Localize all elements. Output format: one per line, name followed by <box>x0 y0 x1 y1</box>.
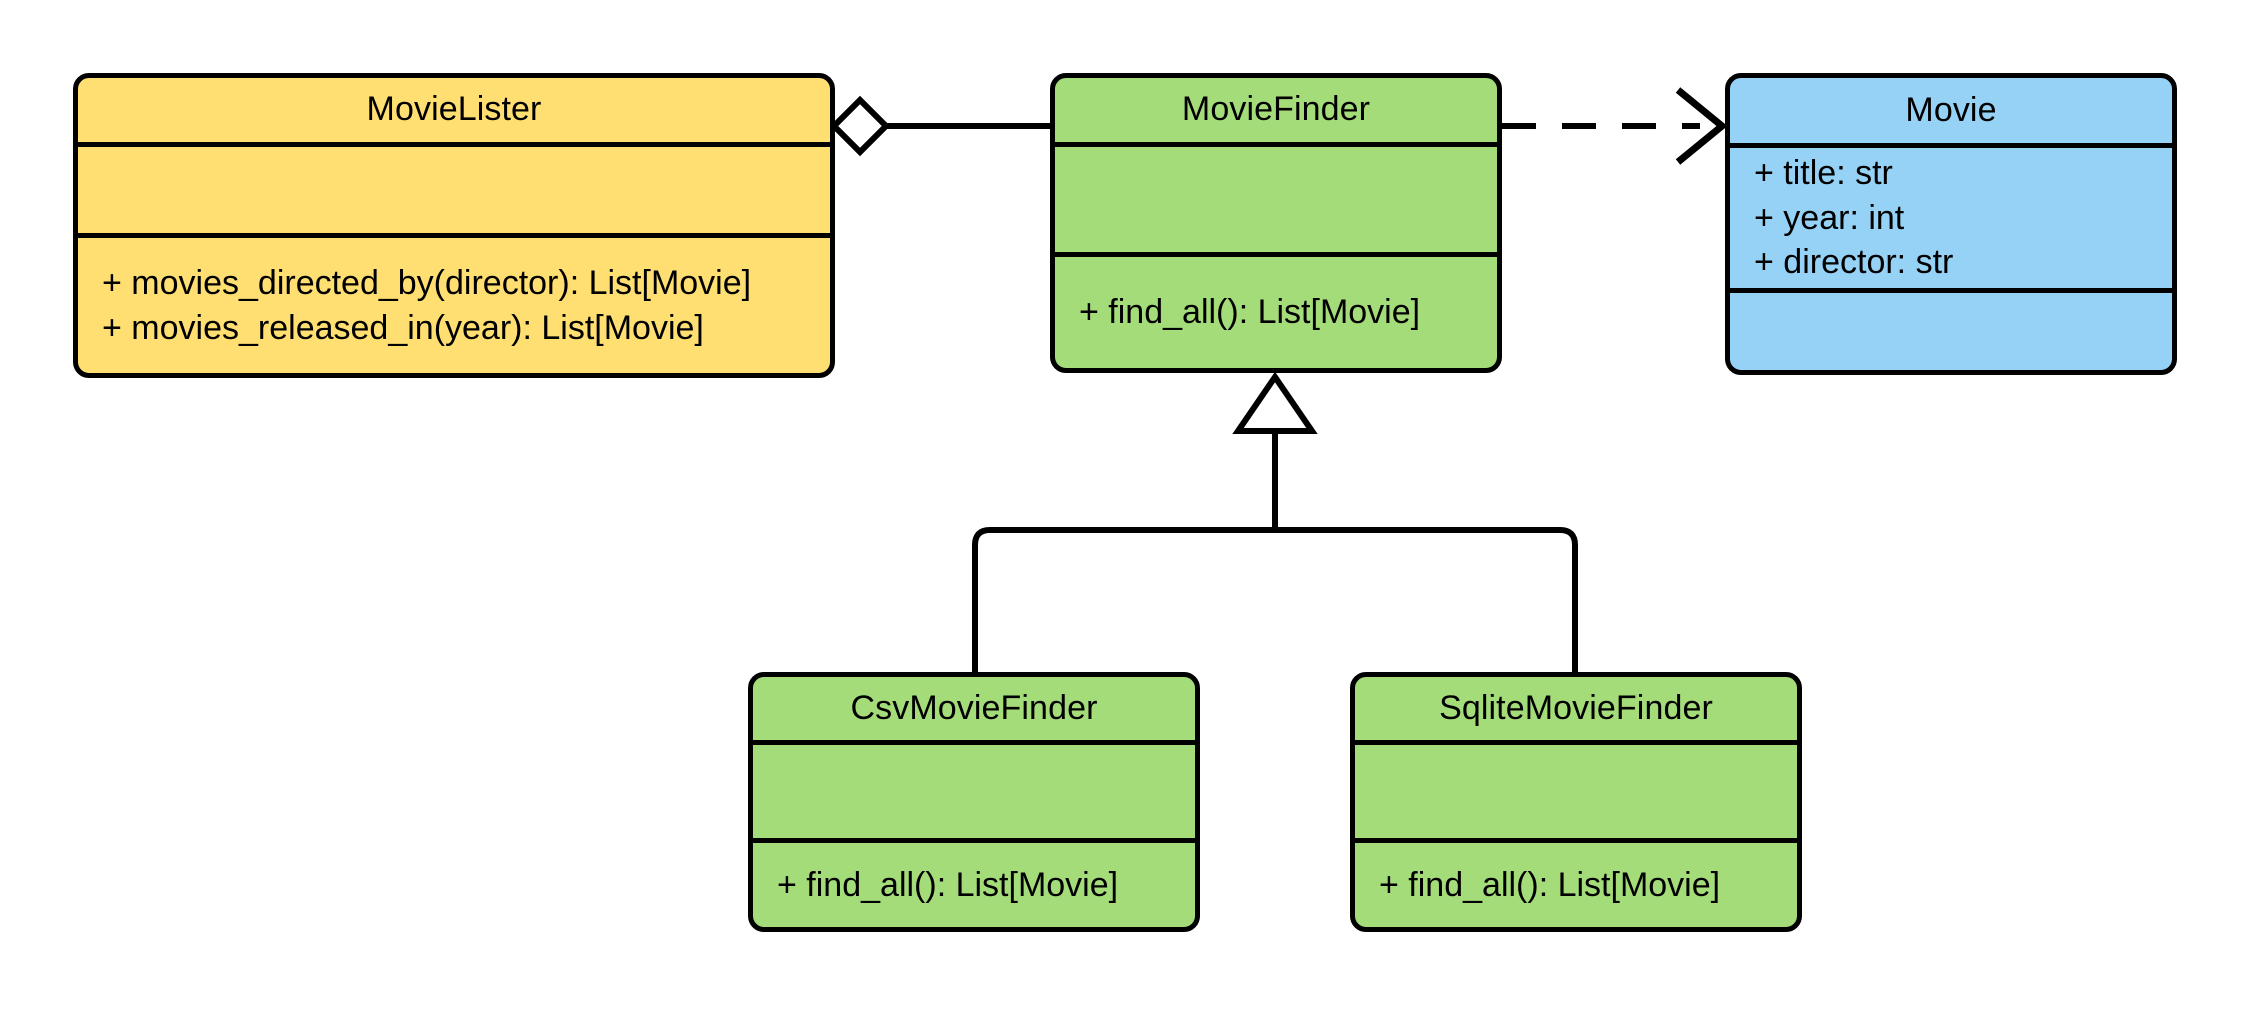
class-title-movie-finder: MovieFinder <box>1181 90 1371 129</box>
attribute-item: + title: str <box>1754 153 1893 192</box>
open-arrowhead-icon <box>1675 87 1728 165</box>
class-box-sqlite-movie-finder[interactable]: SqliteMovieFinder + find_all(): List[Mov… <box>1350 672 1802 932</box>
attributes-compartment <box>753 740 1195 838</box>
methods-list: + movies_directed_by(director): List[Mov… <box>78 261 830 351</box>
method-item: + find_all(): List[Movie] <box>777 865 1119 904</box>
attributes-list: + title: str + year: int + director: str <box>1730 151 2172 286</box>
dependency-edge-finder-to-movie <box>1502 87 1728 165</box>
attribute-item: + director: str <box>1754 243 1954 282</box>
class-name-compartment: SqliteMovieFinder <box>1355 677 1797 740</box>
methods-compartment: + find_all(): List[Movie] <box>753 838 1195 927</box>
attribute-item: + year: int <box>1754 198 1905 237</box>
class-title-movie: Movie <box>1905 90 1997 129</box>
class-name-compartment: MovieLister <box>78 78 830 142</box>
method-item: + movies_released_in(year): List[Movie] <box>102 308 704 347</box>
aggregation-edge-lister-to-finder <box>829 95 1050 157</box>
class-title-csv-movie-finder: CsvMovieFinder <box>850 688 1098 727</box>
methods-list: + find_all(): List[Movie] <box>753 863 1195 908</box>
class-box-movie[interactable]: Movie + title: str + year: int + directo… <box>1725 73 2177 375</box>
methods-list: + find_all(): List[Movie] <box>1355 863 1797 908</box>
attributes-compartment: + title: str + year: int + director: str <box>1730 143 2172 288</box>
generalization-edge-tree <box>972 371 1578 672</box>
class-box-movie-lister[interactable]: MovieLister + movies_directed_by(directo… <box>73 73 835 378</box>
methods-list: + find_all(): List[Movie] <box>1055 290 1497 335</box>
generalization-bus <box>972 527 1578 672</box>
class-title-movie-lister: MovieLister <box>366 90 542 129</box>
attributes-compartment <box>1355 740 1797 838</box>
class-name-compartment: Movie <box>1730 78 2172 143</box>
attributes-compartment <box>1055 142 1497 252</box>
hollow-diamond-icon <box>829 95 891 157</box>
attributes-compartment <box>78 142 830 233</box>
method-item: + find_all(): List[Movie] <box>1079 293 1421 332</box>
class-title-sqlite-movie-finder: SqliteMovieFinder <box>1439 688 1713 727</box>
methods-compartment: + find_all(): List[Movie] <box>1355 838 1797 927</box>
methods-compartment: + find_all(): List[Movie] <box>1055 252 1497 368</box>
methods-compartment <box>1730 288 2172 370</box>
class-name-compartment: CsvMovieFinder <box>753 677 1195 740</box>
class-box-movie-finder[interactable]: MovieFinder + find_all(): List[Movie] <box>1050 73 1502 373</box>
hollow-triangle-icon <box>1232 371 1318 434</box>
method-item: + movies_directed_by(director): List[Mov… <box>102 263 752 302</box>
class-box-csv-movie-finder[interactable]: CsvMovieFinder + find_all(): List[Movie] <box>748 672 1200 932</box>
method-item: + find_all(): List[Movie] <box>1379 865 1721 904</box>
methods-compartment: + movies_directed_by(director): List[Mov… <box>78 233 830 373</box>
class-name-compartment: MovieFinder <box>1055 78 1497 142</box>
